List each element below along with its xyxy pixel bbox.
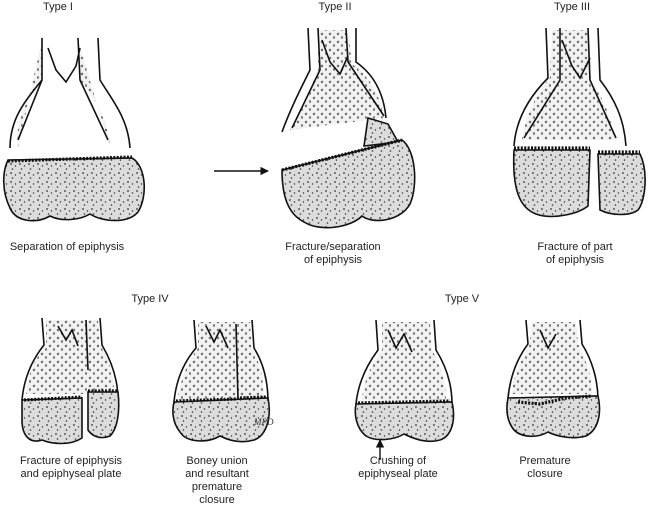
title-type-5: Type V <box>444 293 480 305</box>
caption-line: epiphyseal plate <box>358 468 438 480</box>
caption-type-4a: Fracture of epiphysis and epiphyseal pla… <box>6 455 136 481</box>
caption-type-3: Fracture of part of epiphysis <box>510 241 640 267</box>
caption-line: closure <box>199 494 235 506</box>
type-3-epiphysis-fragment <box>597 153 646 216</box>
caption-type-1: Separation of epiphysis <box>2 241 132 254</box>
caption-line: and epiphyseal plate <box>20 468 122 480</box>
caption-line: Crushing of <box>369 455 427 467</box>
type-3-figure <box>512 27 646 218</box>
type-5b-figure <box>506 319 601 439</box>
caption-line: of epiphysis <box>545 254 605 266</box>
artist-signature: MPD <box>253 417 274 427</box>
caption-line: Premature <box>519 455 571 467</box>
caption-type-4b: Boney union and resultant premature clos… <box>162 455 272 507</box>
type-1-growth-plate <box>7 155 133 163</box>
type-4b-figure: MPD <box>172 319 274 443</box>
caption-line: Fracture of part <box>537 241 613 253</box>
caption-line: of epiphysis <box>303 254 363 266</box>
caption-line: and resultant <box>185 468 249 480</box>
caption-type-5a: Crushing of epiphyseal plate <box>338 455 458 481</box>
caption-type-5b: Premature closure <box>500 455 590 481</box>
type-4a-figure <box>21 317 120 445</box>
type-2-figure <box>281 27 416 229</box>
type-3-epiphysis-main <box>512 149 591 218</box>
title-type-3: Type III <box>553 1 591 13</box>
type-1-epiphysis <box>2 157 146 222</box>
type-5a-figure <box>354 319 455 460</box>
caption-line: premature <box>191 481 243 493</box>
type-1-figure <box>2 37 146 222</box>
caption-line: Boney union <box>186 455 248 467</box>
type-1-metaphysis <box>17 40 111 148</box>
caption-line: Fracture of epiphysis <box>19 455 123 467</box>
title-type-2: Type II <box>318 1 352 13</box>
caption-line: Fracture/separation <box>285 241 381 253</box>
title-type-4: Type IV <box>131 293 169 305</box>
title-type-1: Type I <box>43 1 73 13</box>
caption-line: Separation of epiphysis <box>9 241 125 253</box>
caption-type-2: Fracture/separation of epiphysis <box>268 241 398 267</box>
caption-line: closure <box>527 468 563 480</box>
